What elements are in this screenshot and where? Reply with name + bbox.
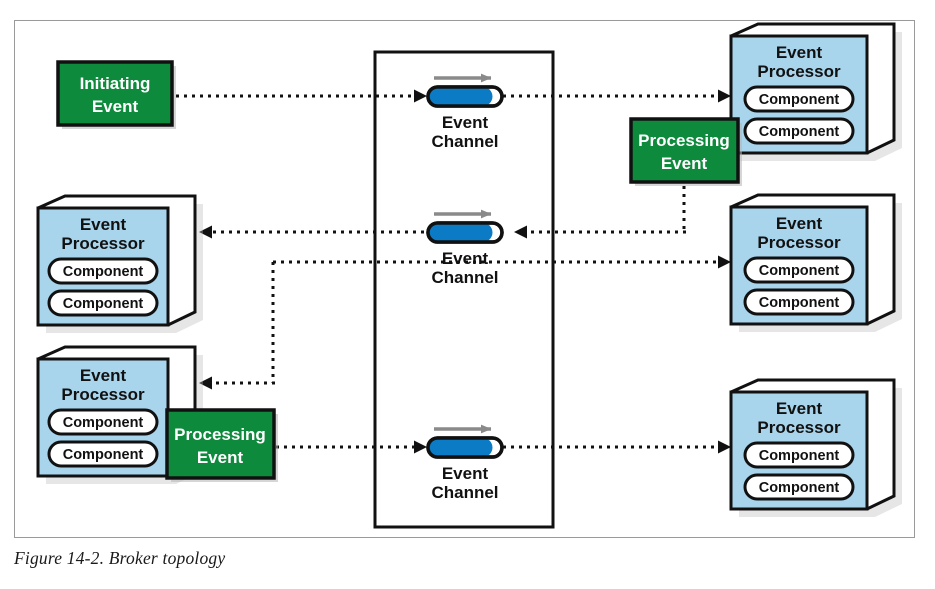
processor-middle-right-title-line2: Processor [757, 233, 841, 252]
channel-bottom-label-line2: Channel [431, 483, 498, 502]
connector-middle-channel-to-processor-middle-left [199, 225, 424, 239]
connector-processing-top-to-middle-channel [514, 186, 686, 239]
channel-middle[interactable]: Event Channel [426, 209, 504, 287]
initiating-event-label-line2: Event [92, 97, 139, 116]
processor-bottom-right-component-1: Component [759, 480, 840, 496]
processing-event-top-box[interactable]: Processing Event [629, 117, 742, 186]
processor-middle-left-title-line2: Processor [61, 234, 145, 253]
processor-bottom-left-component-0: Component [63, 415, 144, 431]
channel-bottom[interactable]: Event Channel [426, 424, 504, 502]
connector-initiating-to-top-channel [176, 89, 427, 103]
processing-event-bottom-label-line2: Event [197, 448, 244, 467]
component-pill[interactable]: Component [743, 85, 855, 113]
processor-middle-left-component-0: Component [63, 264, 144, 280]
component-pill[interactable]: Component [47, 440, 159, 468]
processor-middle-right-title-line1: Event [776, 214, 823, 233]
initiating-event-label-line1: Initiating [80, 74, 151, 93]
component-pill[interactable]: Component [743, 256, 855, 284]
channel-top-label-line2: Channel [431, 132, 498, 151]
processor-middle-right[interactable]: Event Processor Component Component [729, 193, 902, 332]
processor-bottom-left-component-1: Component [63, 447, 144, 463]
component-pill[interactable]: Component [743, 441, 855, 469]
processor-middle-left-component-1: Component [63, 296, 144, 312]
connector-drop-to-processor-bottom-left [199, 262, 275, 390]
component-pill[interactable]: Component [743, 473, 855, 501]
processing-event-bottom-label-line1: Processing [174, 425, 266, 444]
component-pill[interactable]: Component [743, 117, 855, 145]
processor-bottom-right[interactable]: Event Processor Component Component [729, 378, 902, 517]
processor-top-right-title-line1: Event [776, 43, 823, 62]
processor-middle-left-title-line1: Event [80, 215, 127, 234]
channel-middle-label-line1: Event [442, 249, 489, 268]
processing-event-top-label-line1: Processing [638, 131, 730, 150]
processing-event-bottom-box[interactable]: Processing Event [165, 408, 278, 482]
processor-top-right-component-0: Component [759, 92, 840, 108]
processor-bottom-right-component-0: Component [759, 448, 840, 464]
processor-bottom-left-title-line2: Processor [61, 385, 145, 404]
processor-bottom-right-title-line1: Event [776, 399, 823, 418]
connector-top-channel-to-processor-top-right [503, 89, 731, 103]
component-pill[interactable]: Component [47, 408, 159, 436]
processor-bottom-left-title-line1: Event [80, 366, 127, 385]
component-pill[interactable]: Component [47, 289, 159, 317]
initiating-event-box[interactable]: Initiating Event [56, 60, 176, 129]
channel-middle-label-line2: Channel [431, 268, 498, 287]
channel-top[interactable]: Event Channel [426, 73, 504, 151]
component-pill[interactable]: Component [47, 257, 159, 285]
processor-middle-left[interactable]: Event Processor Component Component [36, 194, 203, 333]
processing-event-top-label-line2: Event [661, 154, 708, 173]
processor-middle-right-component-0: Component [759, 263, 840, 279]
connector-processing-bottom-to-bottom-channel [276, 440, 427, 454]
connector-to-processor-middle-right [273, 255, 731, 269]
channel-top-label-line1: Event [442, 113, 489, 132]
channel-bottom-label-line1: Event [442, 464, 489, 483]
figure-caption: Figure 14-2. Broker topology [14, 548, 226, 568]
processor-top-right-title-line2: Processor [757, 62, 841, 81]
processor-top-right-component-1: Component [759, 124, 840, 140]
processor-top-right[interactable]: Event Processor Component Component [729, 22, 902, 161]
processor-bottom-right-title-line2: Processor [757, 418, 841, 437]
processor-middle-right-component-1: Component [759, 295, 840, 311]
component-pill[interactable]: Component [743, 288, 855, 316]
connector-bottom-channel-to-processor-bottom-right [503, 440, 731, 454]
